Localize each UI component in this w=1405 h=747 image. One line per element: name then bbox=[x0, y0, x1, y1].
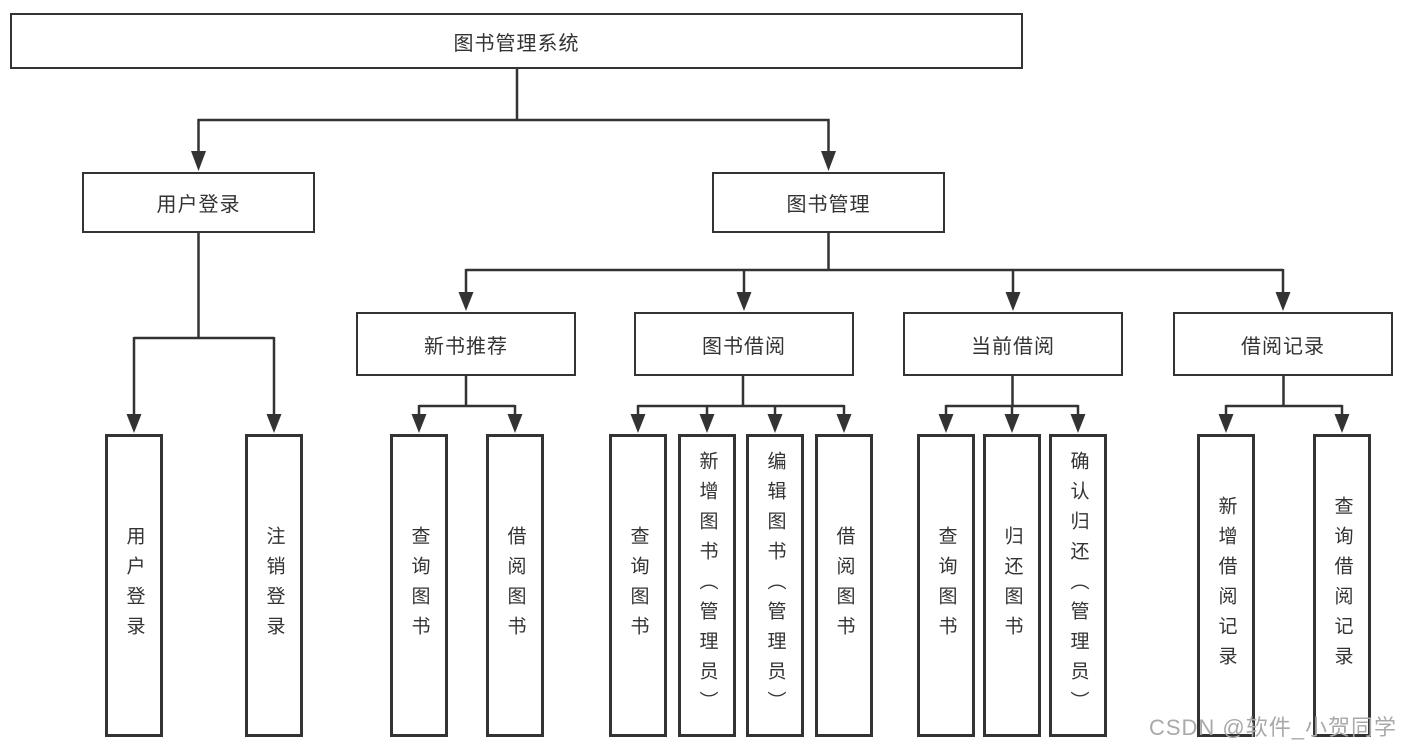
node-label: 图书借阅 bbox=[702, 335, 786, 358]
node-leaf-query-books-3: 查询图书 bbox=[917, 434, 975, 737]
node-borrowing-records: 借阅记录 bbox=[1173, 312, 1393, 376]
node-label: 归还图书 bbox=[1001, 525, 1023, 646]
node-library-management-system: 图书管理系统 bbox=[10, 13, 1023, 69]
node-label: 当前借阅 bbox=[971, 335, 1055, 358]
node-label: 图书管理 bbox=[786, 194, 871, 216]
node-label: 查询图书 bbox=[408, 525, 430, 646]
node-leaf-borrow-books-1: 借阅图书 bbox=[486, 434, 544, 737]
node-label: 用户登录 bbox=[156, 194, 241, 216]
node-leaf-edit-books-admin: 编辑图书（管理员） bbox=[746, 434, 804, 737]
node-label: 确认归还（管理员） bbox=[1067, 450, 1089, 721]
node-new-book-recommendation: 新书推荐 bbox=[356, 312, 576, 376]
node-label: 查询图书 bbox=[935, 525, 957, 646]
node-user-login-branch: 用户登录 bbox=[82, 172, 315, 233]
node-current-borrowing: 当前借阅 bbox=[903, 312, 1123, 376]
node-leaf-user-login: 用户登录 bbox=[105, 434, 163, 737]
node-leaf-query-borrow-record: 查询借阅记录 bbox=[1313, 434, 1371, 737]
node-label: 注销登录 bbox=[263, 525, 285, 646]
node-book-management-branch: 图书管理 bbox=[712, 172, 945, 233]
node-leaf-query-books-1: 查询图书 bbox=[390, 434, 448, 737]
node-label: 新书推荐 bbox=[424, 335, 508, 358]
node-leaf-logout: 注销登录 bbox=[245, 434, 303, 737]
node-leaf-add-borrow-record: 新增借阅记录 bbox=[1197, 434, 1255, 737]
node-label: 借阅图书 bbox=[504, 525, 526, 646]
node-label: 查询借阅记录 bbox=[1331, 495, 1353, 676]
node-leaf-borrow-books-2: 借阅图书 bbox=[815, 434, 873, 737]
node-label: 编辑图书（管理员） bbox=[764, 450, 786, 721]
node-label: 借阅图书 bbox=[833, 525, 855, 646]
node-label: 借阅记录 bbox=[1241, 335, 1325, 358]
node-label: 新增借阅记录 bbox=[1215, 495, 1237, 676]
node-label: 用户登录 bbox=[123, 525, 145, 646]
node-book-borrowing: 图书借阅 bbox=[634, 312, 854, 376]
node-leaf-return-books: 归还图书 bbox=[983, 434, 1041, 737]
node-label: 图书管理系统 bbox=[453, 32, 580, 55]
node-leaf-query-books-2: 查询图书 bbox=[609, 434, 667, 737]
node-label: 查询图书 bbox=[627, 525, 649, 646]
node-label: 新增图书（管理员） bbox=[696, 450, 718, 721]
node-leaf-confirm-return-admin: 确认归还（管理员） bbox=[1049, 434, 1107, 737]
node-leaf-add-books-admin: 新增图书（管理员） bbox=[678, 434, 736, 737]
